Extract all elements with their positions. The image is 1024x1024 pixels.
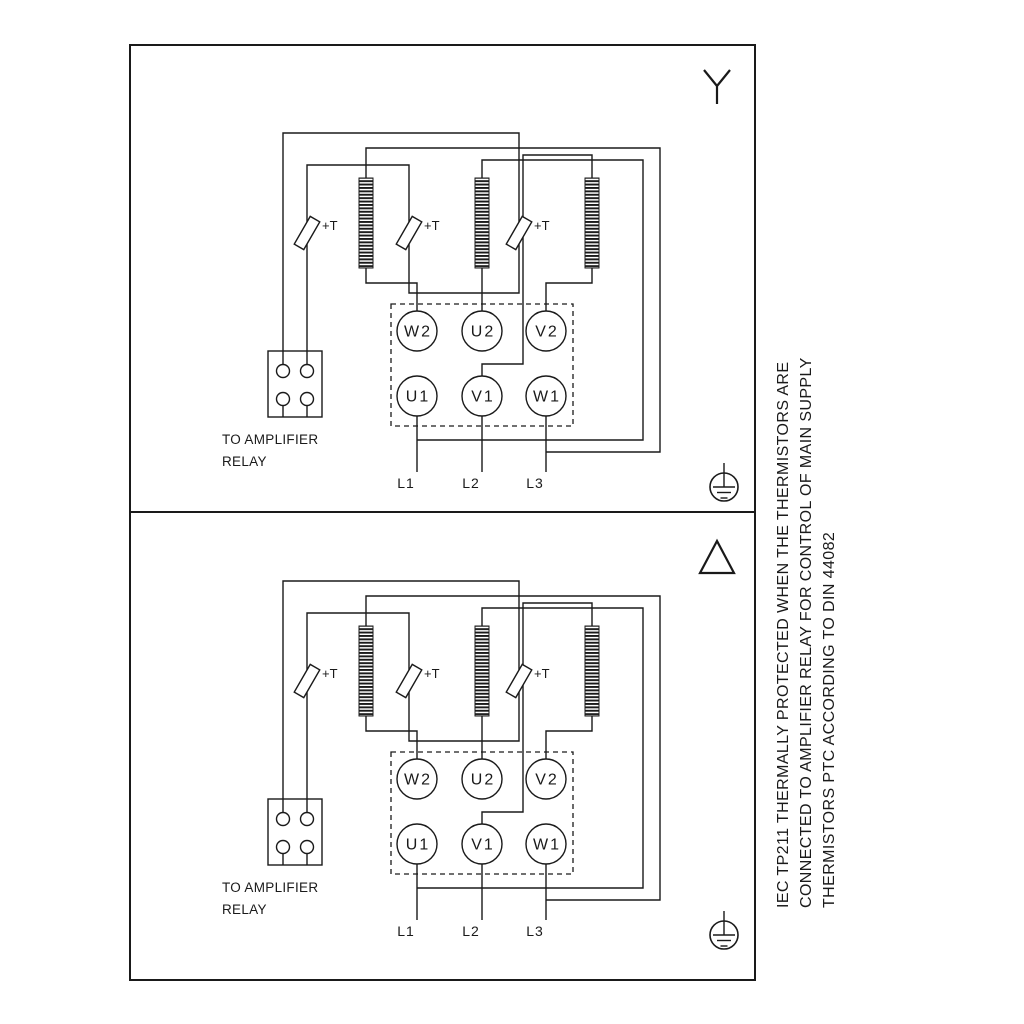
relay-connector-outline bbox=[267, 350, 323, 418]
coil2-return-wire bbox=[417, 159, 644, 441]
thermistors: +T +T +T bbox=[293, 215, 550, 251]
terminal-v2: V2 bbox=[525, 310, 567, 352]
panel-star-diagram: +T +T +T W2 U2 V2 U1 bbox=[222, 132, 739, 502]
thermistor-loop-wire bbox=[282, 132, 520, 365]
terminal-circle bbox=[396, 375, 438, 417]
terminal-label: U2 bbox=[471, 324, 495, 341]
delta-symbol-icon bbox=[698, 538, 736, 575]
thermistor-icon bbox=[395, 215, 423, 251]
terminal-label: W1 bbox=[533, 389, 561, 406]
terminal-label: W2 bbox=[404, 324, 432, 341]
side-note: IEC TP211 THERMALLY PROTECTED WHEN THE T… bbox=[775, 357, 838, 908]
terminal-circle bbox=[461, 375, 503, 417]
coil3-to-v2-wire bbox=[545, 268, 593, 311]
terminal-label: V1 bbox=[471, 389, 495, 406]
amplifier-relay-label-line2: RELAY bbox=[222, 454, 267, 469]
coil1-to-w2-wire bbox=[365, 268, 418, 311]
side-note-line-1: IEC TP211 THERMALLY PROTECTED WHEN THE T… bbox=[775, 362, 792, 908]
supply-label-l1: L1 bbox=[397, 475, 415, 491]
supply-label-l3: L3 bbox=[526, 475, 544, 491]
terminal-block-outline bbox=[390, 303, 574, 427]
terminal-u1: U1 bbox=[396, 375, 438, 417]
terminal-circle bbox=[525, 310, 567, 352]
thermistor-label: +T bbox=[322, 218, 338, 233]
terminal-w2: W2 bbox=[396, 310, 438, 352]
terminal-circle bbox=[396, 310, 438, 352]
coil1-return-wire bbox=[365, 147, 661, 453]
thermistor-label: +T bbox=[534, 218, 550, 233]
terminal-block: W2 U2 V2 U1 V1 W1 bbox=[390, 303, 574, 427]
side-note-line-2: CONNECTED TO AMPLIFIER RELAY FOR CONTROL… bbox=[798, 357, 815, 908]
star-symbol-icon bbox=[703, 69, 731, 104]
relay-pin bbox=[299, 391, 315, 407]
terminal-label: U1 bbox=[406, 389, 430, 406]
motor-windings bbox=[358, 177, 600, 269]
thermistor-icon bbox=[505, 215, 533, 251]
thermistor-icon bbox=[293, 215, 321, 251]
terminal-v1: V1 bbox=[461, 375, 503, 417]
supply-labels: L1 L2 L3 bbox=[397, 475, 544, 491]
earth-ground-icon bbox=[709, 463, 739, 502]
side-note-line-3: THERMISTORS PTC ACCORDING TO DIN 44082 bbox=[821, 532, 838, 908]
supply-label-l2: L2 bbox=[462, 475, 480, 491]
terminal-circle bbox=[461, 310, 503, 352]
relay-pin bbox=[299, 363, 315, 379]
relay-pin bbox=[275, 391, 291, 407]
panel-wires bbox=[282, 132, 661, 472]
terminal-label: V2 bbox=[535, 324, 559, 341]
winding-coil-w bbox=[358, 177, 374, 269]
coil3-return-wire bbox=[481, 154, 593, 376]
terminal-circle bbox=[525, 375, 567, 417]
amplifier-relay-label-line1: TO AMPLIFIER bbox=[222, 432, 318, 447]
amplifier-relay-connector: TO AMPLIFIER RELAY bbox=[222, 350, 323, 469]
relay-pin bbox=[275, 363, 291, 379]
winding-coil-u bbox=[474, 177, 490, 269]
thermistor-label: +T bbox=[424, 218, 440, 233]
terminal-u2: U2 bbox=[461, 310, 503, 352]
winding-coil-v bbox=[584, 177, 600, 269]
terminal-w1: W1 bbox=[525, 375, 567, 417]
panel-delta-diagram bbox=[221, 580, 739, 950]
